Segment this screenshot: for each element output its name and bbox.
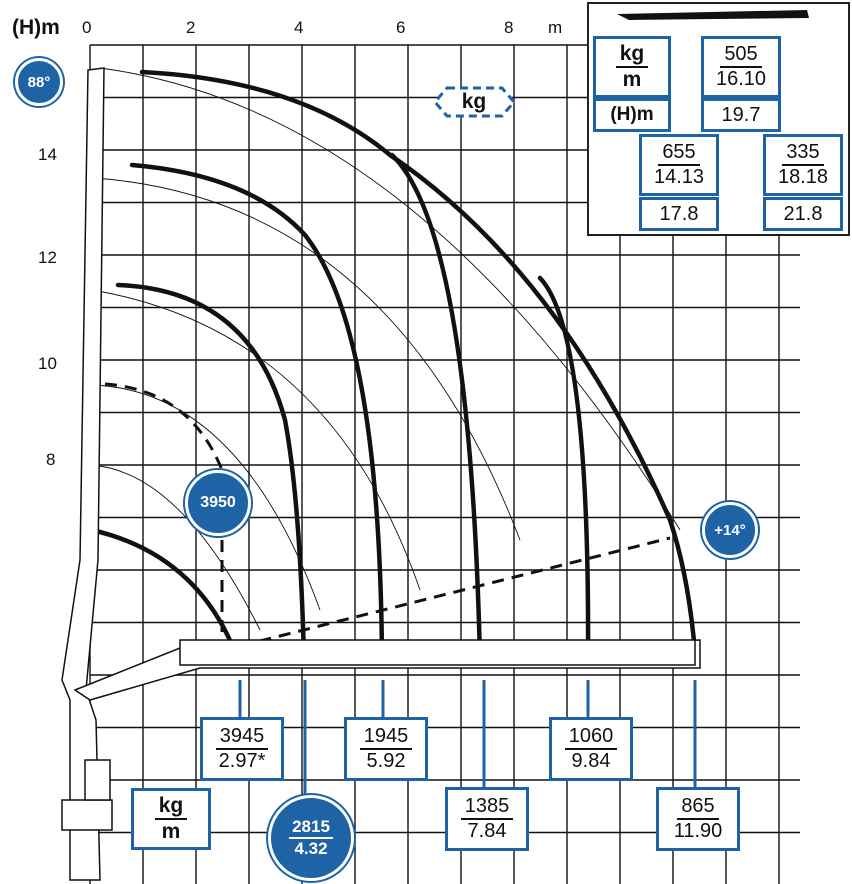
load-box-4: 1060 9.84 xyxy=(549,717,633,781)
dashed-guides xyxy=(104,382,671,655)
inset-b-h: 17.8 xyxy=(659,202,699,225)
load-box-2: 1945 5.92 xyxy=(344,717,428,781)
x-tick-2: 2 xyxy=(186,18,196,37)
load-kg: 1945 xyxy=(359,725,413,750)
load-m: 7.84 xyxy=(467,820,507,842)
inset-b-m: 14.13 xyxy=(653,166,705,188)
y-tick-10: 10 xyxy=(38,354,57,373)
x-tick-6: 6 xyxy=(396,18,406,37)
x-tick-0: 0 xyxy=(82,18,92,37)
load-box-3: 1385 7.84 xyxy=(445,787,529,851)
load-box-1: 3945 2.97* xyxy=(200,717,284,781)
badge-kg: 2815 xyxy=(289,817,333,839)
crane-boom xyxy=(61,67,701,881)
inset-hm: (H)m xyxy=(593,98,671,132)
inset-a-kg: 505 xyxy=(720,43,762,68)
badge-m: 4.32 xyxy=(294,839,328,858)
inset-kg-m: kg m xyxy=(593,36,671,98)
inset-b-kg: 655 xyxy=(658,141,700,166)
load-m: 2.97* xyxy=(218,750,266,772)
extension-inset: kg m (H)m 505 16.10 19.7 655 14.13 17.8 … xyxy=(587,2,850,236)
inset-box-b: 655 14.13 xyxy=(639,134,719,196)
legend-m: m xyxy=(161,820,181,843)
load-m: 11.90 xyxy=(673,820,723,842)
inset-box-c-h: 21.8 xyxy=(763,197,843,231)
load-kg: 1385 xyxy=(460,795,514,820)
inset-c-h: 21.8 xyxy=(783,202,823,225)
outer-arcs xyxy=(89,67,681,631)
x-tick-4: 4 xyxy=(294,18,304,37)
inset-box-c: 335 18.18 xyxy=(763,134,843,196)
y-tick-14: 14 xyxy=(38,145,57,164)
x-tick-8: 8 xyxy=(504,18,514,37)
load-m: 5.92 xyxy=(366,750,406,772)
inset-c-m: 18.18 xyxy=(777,166,829,188)
load-m: 9.84 xyxy=(571,750,611,772)
load-kg: 1060 xyxy=(564,725,618,750)
legend-kg: kg xyxy=(154,794,188,820)
jib-silhouette xyxy=(617,10,809,20)
inset-box-b-h: 17.8 xyxy=(639,197,719,231)
kg-tag: kg xyxy=(461,90,487,113)
load-box-5: 865 11.90 xyxy=(656,787,740,851)
legend-kg-m: kg m xyxy=(131,788,211,850)
load-badge-2815: 2815 4.32 xyxy=(268,795,354,881)
max-load-text: 3950 xyxy=(200,494,236,511)
y-tick-8: 8 xyxy=(46,450,56,469)
load-kg: 865 xyxy=(677,795,719,820)
angle-14-text: +14° xyxy=(714,521,746,539)
angle-88-text: 88° xyxy=(27,73,51,91)
inset-c-kg: 335 xyxy=(782,141,824,166)
inset-kg: kg xyxy=(615,42,649,68)
angle-badge-14: +14° xyxy=(702,502,758,558)
inset-a-m: 16.10 xyxy=(715,68,767,90)
inset-m: m xyxy=(622,68,642,91)
y-tick-12: 12 xyxy=(38,248,57,267)
inset-hm-text: (H)m xyxy=(610,104,654,126)
max-load-badge: 3950 xyxy=(185,470,251,536)
inset-a-h: 19.7 xyxy=(721,103,761,126)
inset-box-a-h: 19.7 xyxy=(701,98,781,132)
angle-badge-88: 88° xyxy=(15,58,63,106)
inset-box-a: 505 16.10 xyxy=(701,36,781,98)
height-axis-title: (H)m xyxy=(12,16,60,39)
load-kg: 3945 xyxy=(215,725,269,750)
x-unit: m xyxy=(548,18,563,37)
load-curves xyxy=(89,69,699,668)
